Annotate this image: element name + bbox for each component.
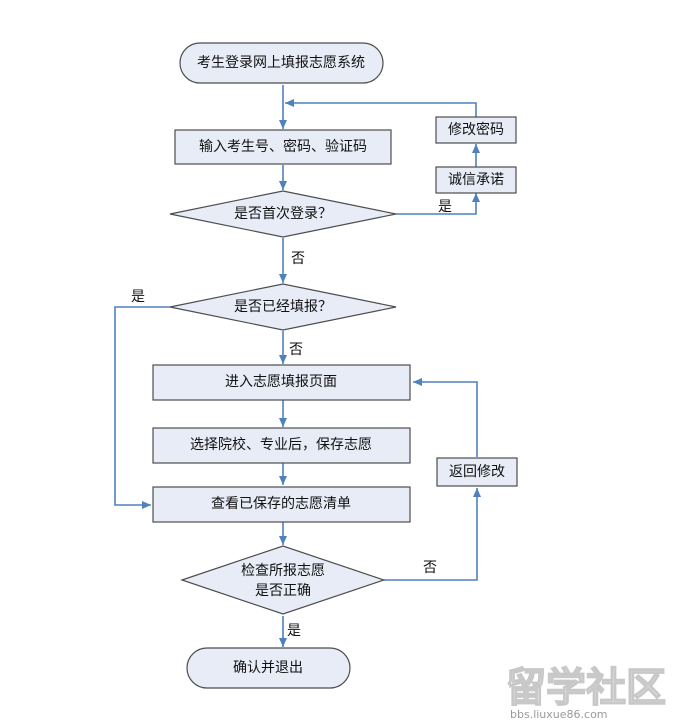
integrity-text: 诚信承诺 xyxy=(448,172,504,188)
watermark-url: bbs.liuxue86.com xyxy=(510,708,608,721)
filled-yes-label: 是 xyxy=(131,289,145,305)
enter-page-box xyxy=(152,364,411,401)
enter-page-text: 进入志愿填报页面 xyxy=(225,374,337,390)
end-text: 确认并退出 xyxy=(233,660,303,676)
change-password-box xyxy=(435,116,517,144)
watermark-brand: 留学社区 xyxy=(506,665,666,711)
watermark-logo: 留学社区 bbs.liuxue86.com xyxy=(505,664,667,721)
change-password-text: 修改密码 xyxy=(448,121,504,138)
check-no-label: 否 xyxy=(423,560,437,576)
already-filled-text: 是否已经填报？ xyxy=(234,299,332,315)
start-terminal xyxy=(179,42,384,84)
select-text: 选择院校、专业后，保存志愿 xyxy=(190,436,372,453)
integrity-box xyxy=(435,166,517,194)
first-login-text: 是否首次登录？ xyxy=(234,206,332,222)
first-no-label: 否 xyxy=(291,251,305,267)
review-box xyxy=(152,486,411,523)
review-text: 查看已保存的志愿清单 xyxy=(211,496,351,512)
input-box xyxy=(174,129,392,165)
check-decision xyxy=(180,545,386,615)
edge-changepwd-back xyxy=(285,99,477,117)
edge-back-enter xyxy=(413,378,478,457)
check-text-line2: 是否正确 xyxy=(255,583,311,599)
check-text-line1: 检查所报志愿 xyxy=(241,563,325,579)
edge-filled-yes xyxy=(114,306,170,509)
filled-no-label: 否 xyxy=(289,342,303,358)
first-yes-label: 是 xyxy=(438,199,452,215)
input-text: 输入考生号、密码、验证码 xyxy=(199,138,367,155)
back-edit-text: 返回修改 xyxy=(449,464,505,480)
end-terminal xyxy=(186,647,351,689)
start-text: 考生登录网上填报志愿系统 xyxy=(197,55,365,71)
check-yes-label: 是 xyxy=(287,623,301,639)
already-filled-decision xyxy=(169,283,397,331)
edge-check-no xyxy=(384,488,481,581)
edge-first-yes xyxy=(396,193,480,215)
back-edit-box xyxy=(436,457,518,487)
select-box xyxy=(152,427,411,464)
first-login-decision xyxy=(169,190,397,238)
